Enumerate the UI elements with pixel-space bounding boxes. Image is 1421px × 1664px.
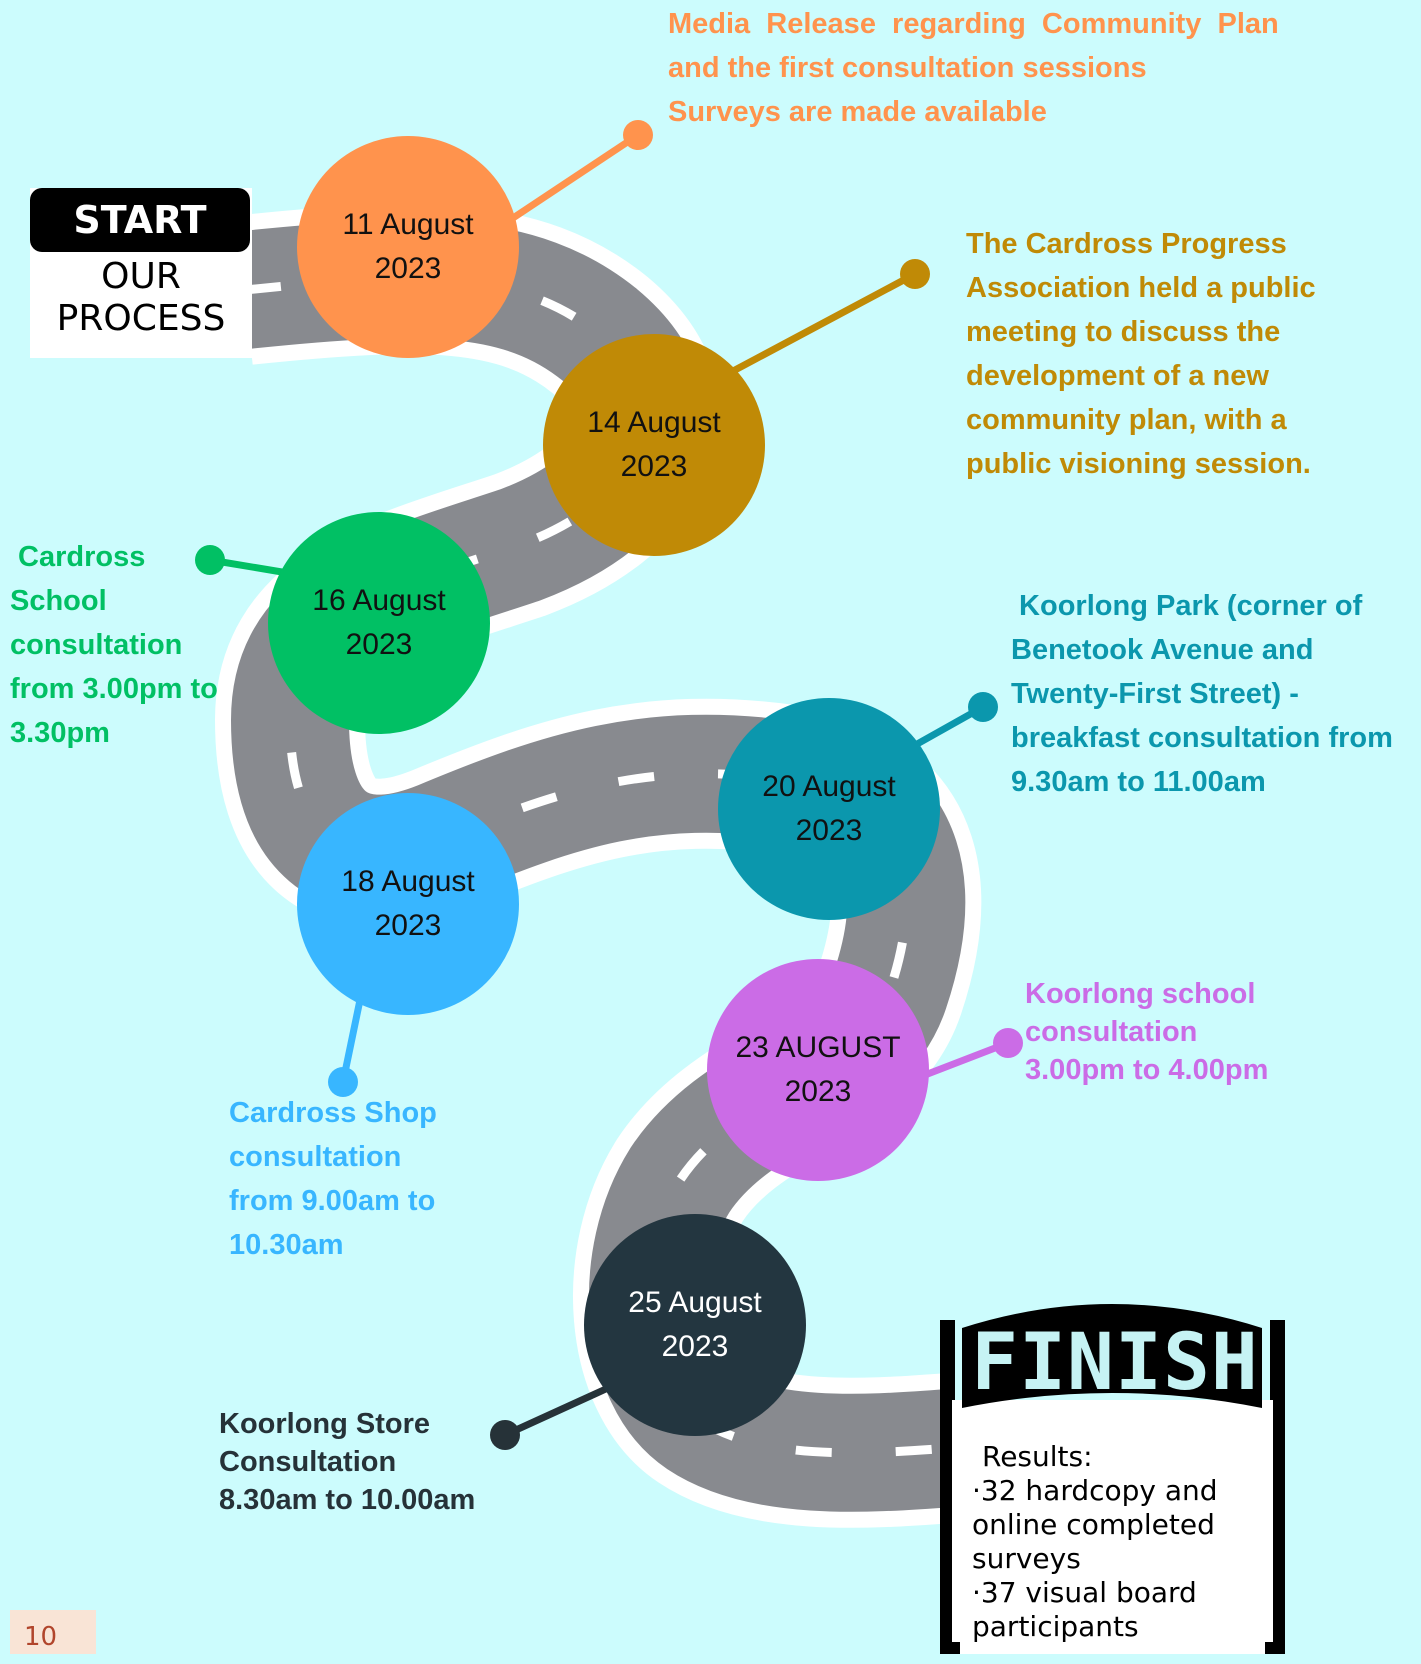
description-line: from 9.00am to <box>229 1185 436 1217</box>
milestone-14-august: 14 August 2023 <box>543 334 765 556</box>
results-line: surveys <box>972 1542 1081 1575</box>
connector-lines <box>195 120 1023 1450</box>
description-line: School <box>10 585 107 617</box>
sign-panel <box>952 1400 1273 1654</box>
milestone-date: 25 August <box>628 1286 762 1319</box>
sign-banner <box>962 1304 1262 1408</box>
milestone-16-august: 16 August 2023 <box>268 512 490 734</box>
milestone-20-august: 20 August 2023 <box>718 698 940 920</box>
description-line: Koorlong Park (corner of <box>1011 590 1363 622</box>
description-cardross-shop: Cardross Shop consultation from 9.00am t… <box>229 1091 509 1267</box>
results-line: Results: <box>982 1440 1093 1473</box>
milestone-year: 2023 <box>374 909 442 942</box>
finish-results: Results: ·32 hardcopy and online complet… <box>972 1440 1242 1644</box>
milestone-date: 14 August <box>587 406 721 439</box>
description-line: consultation <box>1025 1016 1198 1048</box>
description-line: Association held a public <box>966 272 1316 304</box>
description-line: Consultation <box>219 1446 397 1478</box>
milestone-date: 20 August <box>762 770 896 803</box>
description-public-meeting: The Cardross Progress Association held a… <box>966 222 1406 486</box>
description-line: Koorlong Store <box>219 1408 431 1440</box>
milestone-year: 2023 <box>620 450 688 483</box>
milestone-date: 23 AUGUST <box>735 1031 901 1064</box>
finish-title: FINISH <box>971 1318 1259 1408</box>
finish-sign <box>940 1304 1285 1654</box>
description-koorlong-park: Koorlong Park (corner of Benetook Avenue… <box>1011 584 1419 804</box>
description-line: Media Release regarding Community Plan <box>668 8 1279 40</box>
milestone-year: 2023 <box>345 628 413 661</box>
milestone-18-august: 18 August 2023 <box>297 793 519 1015</box>
description-line: 9.30am to 11.00am <box>1011 766 1266 798</box>
description-line: consultation <box>10 629 183 661</box>
description-line: Cardross <box>10 541 146 573</box>
results-line: online completed <box>972 1508 1215 1541</box>
description-line: from 3.00pm to <box>10 673 218 705</box>
milestone-25-august: 25 August 2023 <box>584 1214 806 1436</box>
description-cardross-school: Cardross School consultation from 3.00pm… <box>10 535 240 755</box>
results-line: participants <box>972 1610 1139 1643</box>
milestone-year: 2023 <box>784 1075 852 1108</box>
description-line: The Cardross Progress <box>966 228 1287 260</box>
description-media-release: Media Release regarding Community Plan a… <box>668 2 1328 134</box>
sign-post-right <box>1270 1320 1285 1654</box>
milestone-date: 18 August <box>341 865 475 898</box>
milestone-23-august: 23 AUGUST 2023 <box>707 959 929 1181</box>
results-line: ·37 visual board <box>972 1576 1197 1609</box>
milestone-year: 2023 <box>374 252 442 285</box>
description-line: public visioning session. <box>966 448 1311 480</box>
milestone-date: 11 August <box>342 208 474 241</box>
description-line: community plan, with a <box>966 404 1287 436</box>
description-line: 10.30am <box>229 1229 344 1261</box>
start-subtitle: OUR PROCESS <box>30 256 252 340</box>
start-subtitle-line: OUR <box>101 256 181 297</box>
description-line: Koorlong school <box>1025 978 1256 1010</box>
description-line: consultation <box>229 1141 402 1173</box>
milestone-year: 2023 <box>661 1330 729 1363</box>
results-line: ·32 hardcopy and <box>972 1474 1218 1507</box>
description-koorlong-store: Koorlong Store Consultation 8.30am to 10… <box>219 1405 539 1519</box>
page-number: 10 <box>10 1610 96 1654</box>
milestone-11-august: 11 August 2023 <box>297 136 519 358</box>
description-line: Cardross Shop <box>229 1097 437 1129</box>
description-line: 3.30pm <box>10 717 110 749</box>
description-line: and the first consultation sessions <box>668 52 1147 84</box>
description-line: Surveys are made available <box>668 96 1047 128</box>
description-line: development of a new <box>966 360 1269 392</box>
description-line: breakfast consultation from <box>1011 722 1393 754</box>
start-subtitle-line: PROCESS <box>56 298 226 339</box>
sign-post-left <box>940 1320 955 1654</box>
start-label: START <box>30 188 250 252</box>
description-koorlong-school: Koorlong school consultation 3.00pm to 4… <box>1025 975 1405 1089</box>
milestone-year: 2023 <box>795 814 863 847</box>
start-marker: START OUR PROCESS <box>30 188 252 358</box>
milestone-date: 16 August <box>312 584 446 617</box>
description-line: Benetook Avenue and <box>1011 634 1314 666</box>
description-line: 3.00pm to 4.00pm <box>1025 1054 1269 1086</box>
description-line: meeting to discuss the <box>966 316 1281 348</box>
description-line: 8.30am to 10.00am <box>219 1484 476 1516</box>
description-line: Twenty-First Street) - <box>1011 678 1299 710</box>
